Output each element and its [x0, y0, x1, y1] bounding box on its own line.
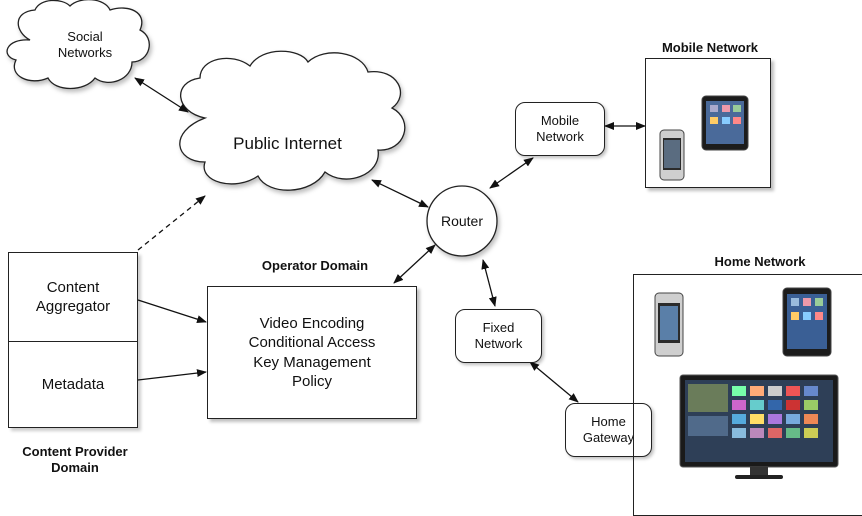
social-internet-link	[134, 77, 189, 113]
home-network-domain-title: Home Network	[714, 254, 806, 269]
home-gateway-node: Home Gateway	[565, 403, 652, 457]
home-smartphone-icon	[654, 292, 684, 357]
social-networks-label: Social Networks	[57, 29, 113, 60]
public-internet-cloud	[179, 50, 406, 191]
internet-router-link	[371, 179, 429, 208]
content-aggregator-label: Content Aggregator	[35, 278, 111, 316]
home-gateway-node-label: Home Gateway	[582, 414, 635, 445]
mobile-smartphone-icon	[659, 129, 685, 181]
router-mobile-link	[489, 157, 534, 189]
mobile-network-node: Mobile Network	[515, 102, 605, 156]
mobile-network-node-label: Mobile Network	[536, 113, 584, 144]
metadata-operator-link	[137, 369, 207, 381]
router-node	[426, 185, 498, 257]
content-provider-box: Content Aggregator Metadata	[8, 252, 138, 428]
home-smart-tv-icon	[679, 374, 839, 479]
fixed-network-node: Fixed Network	[455, 309, 542, 363]
router-label: Router	[440, 213, 484, 229]
mobile-tablet-icon	[701, 95, 749, 151]
aggregator-operator-link	[137, 299, 207, 324]
metadata-cell: Metadata	[9, 342, 137, 427]
mobile-network-domain-title: Mobile Network	[661, 40, 759, 55]
metadata-label: Metadata	[41, 376, 105, 393]
operator-domain-title: Operator Domain	[261, 258, 369, 273]
public-internet-label: Public Internet	[233, 134, 342, 153]
diagram-canvas	[6, 0, 839, 479]
social-networks-cloud	[6, 0, 150, 90]
fixed-network-node-label: Fixed Network	[474, 320, 523, 351]
operator-services-label: Video Encoding Conditional Access Key Ma…	[248, 314, 376, 391]
aggregator-internet-link	[137, 195, 206, 251]
home-tablet-icon	[782, 287, 832, 357]
content-aggregator-cell: Content Aggregator	[9, 253, 137, 342]
home-network-domain-box	[633, 274, 862, 516]
router-fixed-link	[481, 259, 497, 307]
fixed-gateway-link	[529, 361, 579, 403]
router-operator-link	[393, 244, 436, 284]
operator-services-box: Video Encoding Conditional Access Key Ma…	[207, 286, 417, 419]
mobile-network-domain-box	[645, 58, 771, 188]
content-provider-domain-title: Content Provider Domain	[22, 444, 128, 475]
